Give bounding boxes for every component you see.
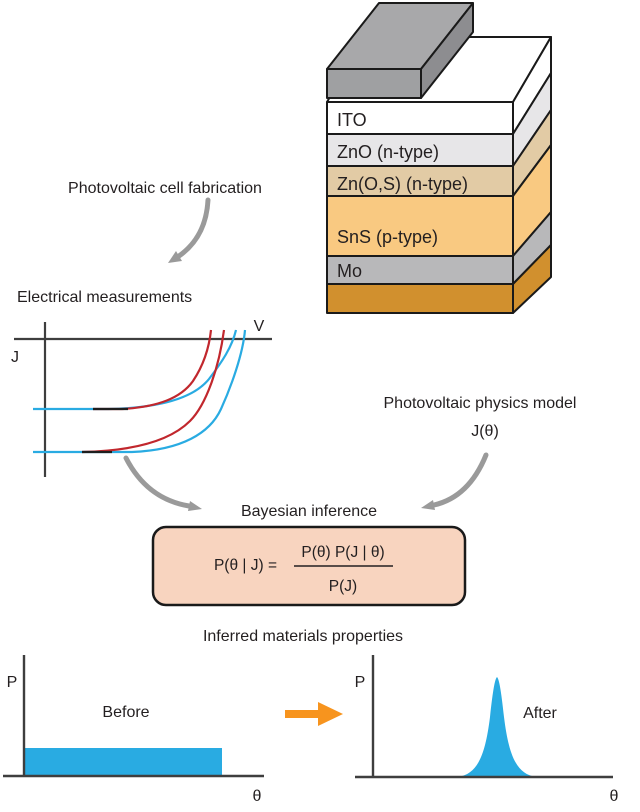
formula-lhs: P(θ | J) = (214, 557, 277, 574)
bayes-formula-box: P(θ | J) = P(θ) P(J | θ) P(J) (151, 525, 467, 607)
before-uniform-distribution (25, 748, 222, 775)
after-label: After (523, 705, 557, 722)
before-label: Before (102, 704, 149, 721)
jv-x-axis-label: V (254, 318, 265, 335)
layer-sns-label: SnS (p-type) (337, 227, 438, 247)
flow-arrows (123, 197, 489, 511)
layer-zno-label: ZnO (n-type) (337, 142, 439, 162)
layer-ito-front (326, 101, 514, 135)
formula-denominator: P(J) (329, 578, 357, 595)
inferred-heading: Inferred materials properties (203, 628, 403, 645)
before-plot: P θ Before (3, 655, 264, 805)
layer-zno-front (326, 133, 514, 167)
formula-numerator: P(θ) P(J | θ) (301, 544, 384, 561)
arrow-2-shaft (123, 455, 192, 509)
arrow-measurements-to-bayes (123, 455, 202, 511)
before-after-arrow (285, 702, 343, 726)
arrow-1-head (168, 251, 182, 263)
cell-stack-diagram (326, 2, 552, 314)
before-y-axis-label: P (7, 674, 18, 691)
arrow-2-head (188, 501, 202, 511)
measurements-heading: Electrical measurements (17, 289, 192, 306)
after-x-axis-label: θ (610, 788, 619, 805)
contact-block-front-face (326, 68, 422, 99)
arrow-1-shaft (176, 197, 211, 259)
layer-substrate-front (326, 283, 514, 314)
bayesian-heading: Bayesian inference (241, 503, 377, 520)
after-plot: P θ After (355, 655, 619, 805)
jv-curve-model-lower (81, 329, 226, 454)
layer-mo-label: Mo (337, 261, 362, 281)
arrow-model-to-bayes (421, 452, 489, 510)
before-x-axis-label: θ (253, 788, 262, 805)
arrow-3-head (421, 500, 435, 510)
after-peak-distribution (458, 677, 536, 777)
fabrication-heading: Photovoltaic cell fabrication (68, 180, 262, 197)
jv-curve-model-upper (93, 329, 213, 411)
layer-sns-front (326, 195, 514, 257)
jv-y-axis-label: J (11, 349, 19, 366)
layer-znos-label: Zn(O,S) (n-type) (337, 174, 468, 194)
cell-stack-labels: ITO ZnO (n-type) Zn(O,S) (n-type) SnS (p… (337, 110, 468, 281)
arrow-3-shaft (431, 452, 489, 508)
after-y-axis-label: P (355, 674, 366, 691)
layer-ito-label: ITO (337, 110, 367, 130)
layer-znos-front (326, 165, 514, 197)
orange-arrow-head (318, 702, 343, 726)
jv-curve-measured-lower (33, 329, 247, 454)
physics-model-heading: Photovoltaic physics model (384, 395, 577, 412)
jv-plot: V J (11, 318, 272, 477)
arrow-fabrication-to-measurements (168, 197, 211, 263)
physics-model-symbol: J(θ) (471, 423, 499, 440)
